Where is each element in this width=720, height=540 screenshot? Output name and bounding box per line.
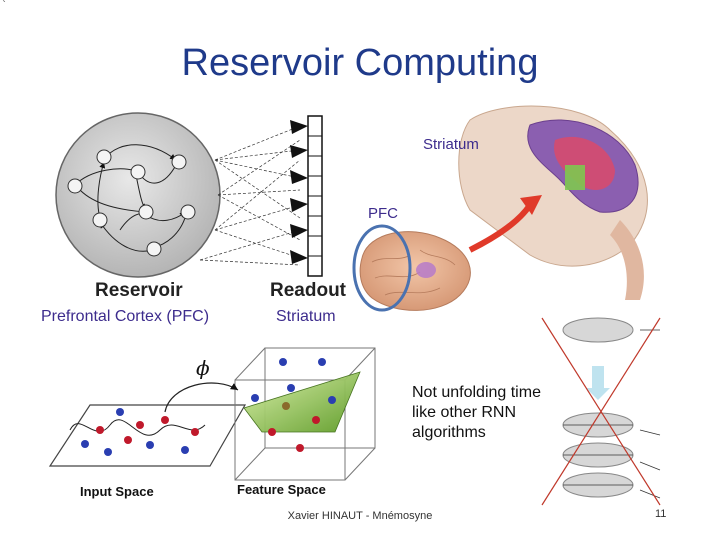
unfolded-rnn-diagram bbox=[541, 317, 661, 506]
note-line-1: Not unfolding time bbox=[412, 384, 541, 401]
brain-pfc-label: PFC bbox=[368, 205, 398, 222]
feature-points bbox=[251, 358, 336, 452]
brain-illustration bbox=[352, 105, 648, 312]
phi-symbol: ϕ bbox=[196, 356, 210, 380]
phi-mapping-arrow bbox=[164, 382, 239, 413]
readout-label: Readout bbox=[270, 280, 346, 301]
feature-space-cube bbox=[234, 347, 376, 481]
input-space-label: Input Space bbox=[80, 484, 154, 499]
page-number: 11 bbox=[655, 508, 667, 520]
slide-footer: Xavier HINAUT - Mnémosyne bbox=[287, 510, 433, 522]
not-unfolding-note: Not unfolding time like other RNN algori… bbox=[412, 383, 582, 443]
reservoir-label: Reservoir bbox=[95, 280, 183, 301]
striatum-caption: Striatum bbox=[276, 308, 336, 325]
separating-hyperplane bbox=[243, 371, 361, 433]
pfc-caption: Prefrontal Cortex (PFC) bbox=[41, 308, 210, 325]
note-line-2: like other RNN bbox=[412, 404, 517, 421]
slide-title: Reservoir Computing bbox=[181, 42, 539, 84]
input-space-plane bbox=[48, 404, 247, 467]
brain-striatum-label: Striatum bbox=[423, 136, 479, 153]
corner-mark: ` bbox=[2, 0, 7, 11]
reservoir-circle bbox=[55, 112, 221, 278]
feature-space-label: Feature Space bbox=[237, 482, 326, 497]
readout-column bbox=[290, 115, 323, 277]
note-line-3: algorithms bbox=[412, 424, 486, 441]
reservoir-readout-connections bbox=[199, 125, 301, 266]
